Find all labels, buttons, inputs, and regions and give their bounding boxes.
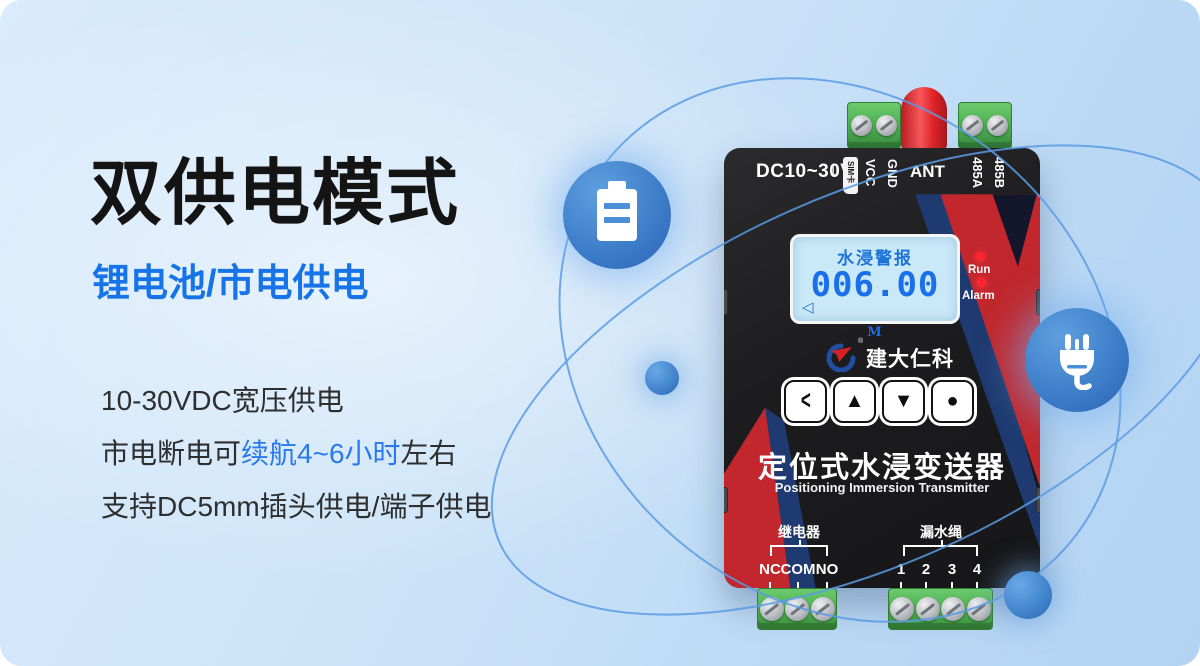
- gnd-label: GND: [885, 159, 900, 188]
- rope-pin-2: 2: [921, 561, 931, 578]
- screw-icon: [785, 597, 809, 621]
- battery-icon: [597, 181, 637, 241]
- run-led-label: Run: [968, 264, 991, 276]
- plug-icon: [1060, 334, 1094, 390]
- feature-item: 10-30VDC宽压供电: [101, 387, 491, 415]
- vcc-label: VCC: [863, 159, 878, 187]
- power-range-label: DC10~30V: [756, 161, 854, 182]
- speaker-icon: ◁: [802, 299, 814, 316]
- screw-icon: [875, 115, 897, 136]
- screw-icon: [810, 597, 835, 621]
- transmitter-device: DC10~30V ↓ SIM卡 VCC GND ANT 485A 485B 水浸…: [724, 87, 1040, 630]
- arrow-down-icon: ↓: [829, 160, 838, 180]
- relay-group-label: 继电器: [778, 524, 820, 540]
- page-title: 双供电模式: [90, 154, 461, 234]
- rope-pin-4: 4: [972, 561, 982, 578]
- screw-icon: [941, 597, 966, 621]
- feature-text: 市电断电可: [101, 438, 242, 469]
- feature-item: 市电断电可续航4~6小时左右: [101, 440, 491, 468]
- product-name-en: Positioning Immersion Transmitter: [774, 480, 990, 495]
- lcd-value: 006.00 M: [793, 265, 957, 345]
- battery-bar: [604, 217, 630, 223]
- bottom-terminal-block-relay: [757, 588, 837, 630]
- feature-text: 左右: [400, 438, 457, 469]
- rs485a-label: 485A: [970, 157, 985, 189]
- relay-pin-com: COM: [780, 561, 816, 578]
- feature-text: 支持DC5mm插头供电/端子供电: [101, 491, 492, 522]
- subtitle: 锂电池/市电供电: [92, 263, 369, 305]
- decor-ball: [645, 361, 679, 395]
- relay-pin-nc: NC: [759, 561, 781, 578]
- back-button: <: [784, 380, 827, 423]
- leak-rope-group-label: 漏水绳: [920, 524, 962, 540]
- confirm-button: ●: [931, 380, 974, 423]
- screw-icon: [915, 597, 940, 621]
- relay-bracket: [770, 540, 828, 556]
- run-led: [976, 252, 985, 261]
- top-terminal-block-right: [958, 102, 1012, 149]
- device-button-row: < ▲ ▼ ●: [784, 380, 974, 423]
- triangle-up-icon: ▲: [844, 390, 865, 412]
- circle-icon: ●: [946, 390, 959, 412]
- ant-label: ANT: [910, 162, 945, 181]
- alarm-led: [977, 278, 986, 287]
- down-button: ▼: [882, 380, 925, 423]
- rs485b-label: 485B: [992, 157, 1007, 189]
- rope-pin-1: 1: [896, 561, 906, 578]
- feature-text-highlight: 续航4~6小时: [241, 438, 401, 469]
- sim-slot: SIM卡: [843, 157, 858, 194]
- screw-icon: [759, 597, 784, 621]
- feature-text: 10-30VDC宽压供电: [101, 385, 344, 416]
- registered-mark: ®: [858, 338, 864, 345]
- brand-name: 建大仁科: [866, 348, 954, 371]
- side-screw: [724, 487, 728, 513]
- side-screw: [724, 289, 728, 315]
- alarm-led-label: Alarm: [962, 290, 995, 302]
- top-terminal-block-left: [847, 102, 901, 149]
- chevron-left-icon: <: [800, 385, 811, 416]
- bottom-terminal-block-rope: [888, 588, 993, 630]
- device-body: DC10~30V ↓ SIM卡 VCC GND ANT 485A 485B 水浸…: [724, 148, 1040, 588]
- feature-item: 支持DC5mm插头供电/端子供电: [101, 493, 491, 521]
- screw-icon: [986, 115, 1008, 136]
- battery-bar: [604, 203, 630, 209]
- plug-badge: [1025, 308, 1129, 412]
- lcd-reading: 006.00: [810, 265, 940, 305]
- lcd-screen: 水浸警报 006.00 M ◁: [790, 234, 960, 340]
- sim-label: SIM卡: [846, 161, 855, 184]
- rope-pin-3: 3: [947, 561, 957, 578]
- leak-rope-bracket: [903, 540, 978, 556]
- battery-badge: [563, 161, 671, 269]
- triangle-down-icon: ▼: [893, 390, 914, 412]
- screw-icon: [966, 597, 991, 621]
- antenna: [901, 87, 947, 149]
- screw-icon: [890, 597, 915, 621]
- side-screw: [1036, 289, 1040, 315]
- brand-logo-icon: [826, 343, 856, 372]
- screw-icon: [962, 115, 984, 136]
- brand-row: ® 建大仁科: [724, 338, 1040, 374]
- screw-icon: [851, 115, 873, 136]
- relay-pin-no: NO: [815, 561, 839, 578]
- lcd-unit: M: [867, 325, 883, 340]
- side-screw: [1036, 487, 1040, 513]
- feature-list: 10-30VDC宽压供电 市电断电可续航4~6小时左右 支持DC5mm插头供电/…: [101, 387, 491, 546]
- up-button: ▲: [833, 380, 876, 423]
